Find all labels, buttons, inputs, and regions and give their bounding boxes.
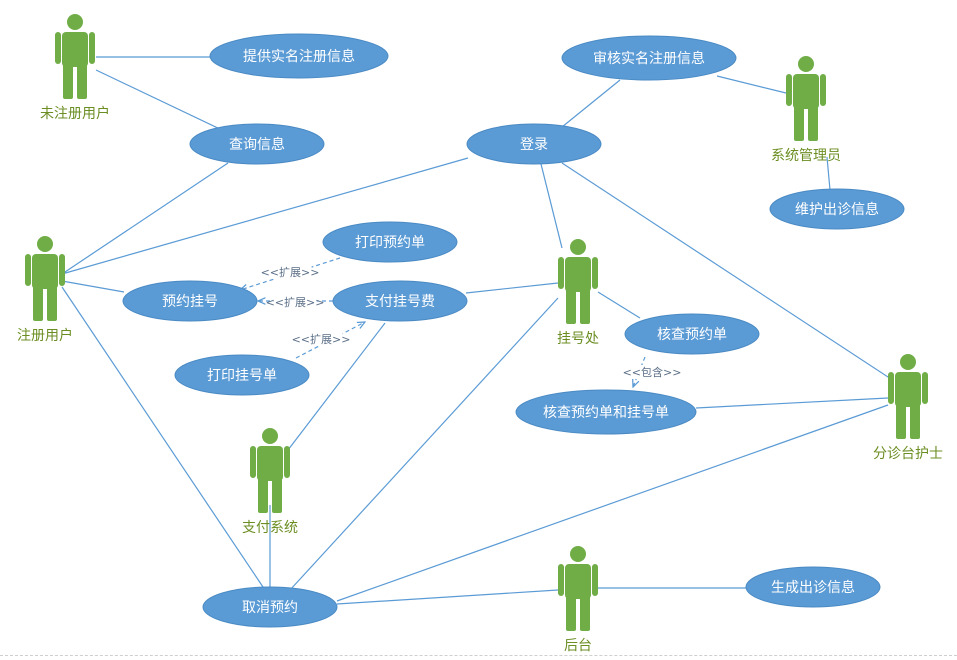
actor-figure-icon [25, 236, 65, 321]
stereotype-label-bg [273, 295, 317, 309]
usecase-label: 核查预约单 [657, 327, 727, 343]
usecase-ellipse [174, 354, 310, 396]
association-registered-book [61, 280, 125, 293]
usecase-label: 预约挂号 [162, 294, 218, 310]
actor-label: 未注册用户 [40, 105, 110, 122]
actor-label: 分诊台护士 [873, 446, 943, 462]
association-review_info-admin [716, 75, 787, 94]
usecase-print-registration-slip[interactable]: 打印挂号单 [174, 354, 310, 396]
stereotype-label: <<包含>> [623, 365, 682, 379]
stereotype-label-bg [630, 365, 674, 379]
actor-figure-icon [558, 546, 598, 631]
association-unregistered-query_info [95, 69, 223, 131]
stereotype-label: <<扩展>> [266, 295, 325, 309]
dependency-relations: <<扩展>> <<扩展>> <<扩展>> <<包含>> [240, 257, 682, 387]
actor-triage-nurse[interactable]: 分诊台护士 [873, 354, 943, 462]
actor-registered-user[interactable]: 注册用户 [17, 236, 73, 344]
relation-include-check: <<包含>> [623, 356, 682, 387]
usecase-provide-realname-info[interactable]: 提供实名注册信息 [209, 33, 389, 79]
association-registration-cancel [289, 297, 559, 591]
usecase-ellipse [624, 313, 760, 355]
usecase-ellipse [561, 35, 737, 81]
usecase-ellipse [515, 389, 697, 435]
usecase-ellipse [189, 123, 325, 165]
actor-system-admin[interactable]: 系统管理员 [771, 56, 841, 164]
actor-label: 系统管理员 [771, 148, 841, 164]
association-nurse-cancel [336, 404, 889, 602]
usecase-appointment-registration[interactable]: 预约挂号 [122, 280, 258, 322]
actor-figure-icon [888, 354, 928, 439]
bottom-divider [0, 655, 957, 656]
actor-label: 注册用户 [17, 327, 73, 344]
usecase-label: 打印预约单 [355, 234, 425, 251]
relation-extend-print-registration: <<扩展>> [292, 322, 365, 359]
actor-payment-system[interactable]: 支付系统 [242, 428, 298, 536]
stereotype-label: <<扩展>> [292, 332, 351, 346]
actor-registration-desk[interactable]: 挂号处 [557, 239, 599, 347]
actor-figure-icon [250, 428, 290, 513]
association-registered-cancel [61, 286, 266, 591]
usecase-ellipse [745, 566, 881, 608]
usecase-label: 登录 [520, 137, 548, 153]
usecase-login[interactable]: 登录 [466, 123, 602, 165]
usecase-generate-clinic-info[interactable]: 生成出诊信息 [745, 566, 881, 608]
usecase-maintain-clinic-info[interactable]: 维护出诊信息 [769, 188, 905, 230]
usecase-query-info[interactable]: 查询信息 [189, 123, 325, 165]
usecase-label: 查询信息 [229, 136, 285, 153]
usecase-label: 打印挂号单 [207, 367, 277, 384]
usecase-label: 提供实名注册信息 [243, 48, 355, 65]
usecase-label: 核查预约单和挂号单 [543, 405, 669, 421]
relation-extend-print-appointment: <<扩展>> [240, 257, 341, 290]
usecase-label: 审核实名注册信息 [593, 50, 705, 67]
association-review_info-login [561, 79, 621, 128]
usecase-label: 取消预约 [242, 600, 298, 616]
usecase-ellipse [202, 586, 338, 628]
usecase-ellipse [466, 123, 602, 165]
stereotype-label-bg [299, 332, 343, 346]
usecase-label: 维护出诊信息 [795, 201, 879, 218]
usecase-ellipse [769, 188, 905, 230]
association-pay-payment [287, 322, 386, 451]
association-lines [61, 56, 892, 605]
usecase-pay-registration-fee[interactable]: 支付挂号费 [332, 280, 468, 322]
actor-label: 支付系统 [242, 520, 298, 536]
usecase-print-appointment-slip[interactable]: 打印预约单 [322, 221, 458, 263]
usecase-label: 支付挂号费 [365, 294, 435, 310]
actor-figure-icon [786, 56, 826, 141]
usecase-check-appointment-and-registration[interactable]: 核查预约单和挂号单 [515, 389, 697, 435]
association-check_both-nurse [695, 397, 889, 409]
usecase-ellipse [322, 221, 458, 263]
usecase-cancel-appointment[interactable]: 取消预约 [202, 586, 338, 628]
usecase-ellipse [209, 33, 389, 79]
association-cancel-backend [336, 589, 559, 605]
association-admin-maintain [826, 156, 831, 191]
usecase-label: 生成出诊信息 [771, 579, 855, 596]
association-pay-registration [465, 282, 559, 294]
association-registered-query_info [61, 162, 229, 275]
actor-backend[interactable]: 后台 [558, 546, 598, 654]
usecase-check-appointment-slip[interactable]: 核查预约单 [624, 313, 760, 355]
actor-unregistered-user[interactable]: 未注册用户 [40, 14, 110, 122]
relation-extend-pay: <<扩展>> [258, 295, 333, 309]
association-login-nurse [561, 162, 892, 380]
actor-label: 挂号处 [557, 331, 599, 347]
usecase-review-realname-info[interactable]: 审核实名注册信息 [561, 35, 737, 81]
usecase-ellipse [122, 280, 258, 322]
association-registration-check_appt [597, 291, 641, 319]
actor-figure-icon [55, 14, 95, 99]
association-login-registration [540, 163, 563, 249]
stereotype-label-bg [268, 265, 312, 279]
actor-figure-icon [558, 239, 598, 324]
usecase-ellipse [332, 280, 468, 322]
stereotype-label: <<扩展>> [261, 265, 320, 279]
actor-label: 后台 [564, 638, 592, 654]
association-registered-login [61, 157, 469, 275]
